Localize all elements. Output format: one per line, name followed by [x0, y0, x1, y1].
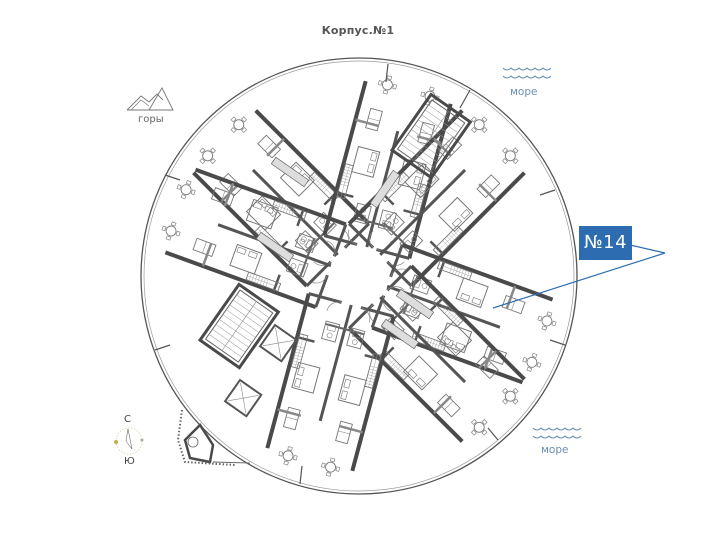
compass-north-label: С: [124, 414, 131, 425]
balcony-separators: [154, 63, 566, 485]
building-outline: [140, 57, 578, 495]
sea-label-top: море: [510, 86, 538, 98]
stair-core-north: [389, 92, 473, 180]
sea-label-bottom: море: [541, 444, 569, 456]
apartments: [155, 70, 563, 481]
building-title: Корпус.№1: [321, 24, 395, 37]
unit-14-pointer: [492, 244, 666, 309]
mountains-label: горы: [138, 114, 164, 125]
window-bands: [255, 156, 435, 350]
stair-core-south: [197, 282, 281, 370]
entrance-vestibule: [176, 409, 251, 466]
waves-icon-bottom: [532, 427, 582, 439]
compass-icon: [114, 427, 144, 455]
waves-icon-top: [502, 67, 552, 79]
mountains-icon: [126, 87, 174, 111]
unit-14-badge[interactable]: №14: [579, 226, 632, 260]
compass-south-label: Ю: [124, 456, 135, 467]
